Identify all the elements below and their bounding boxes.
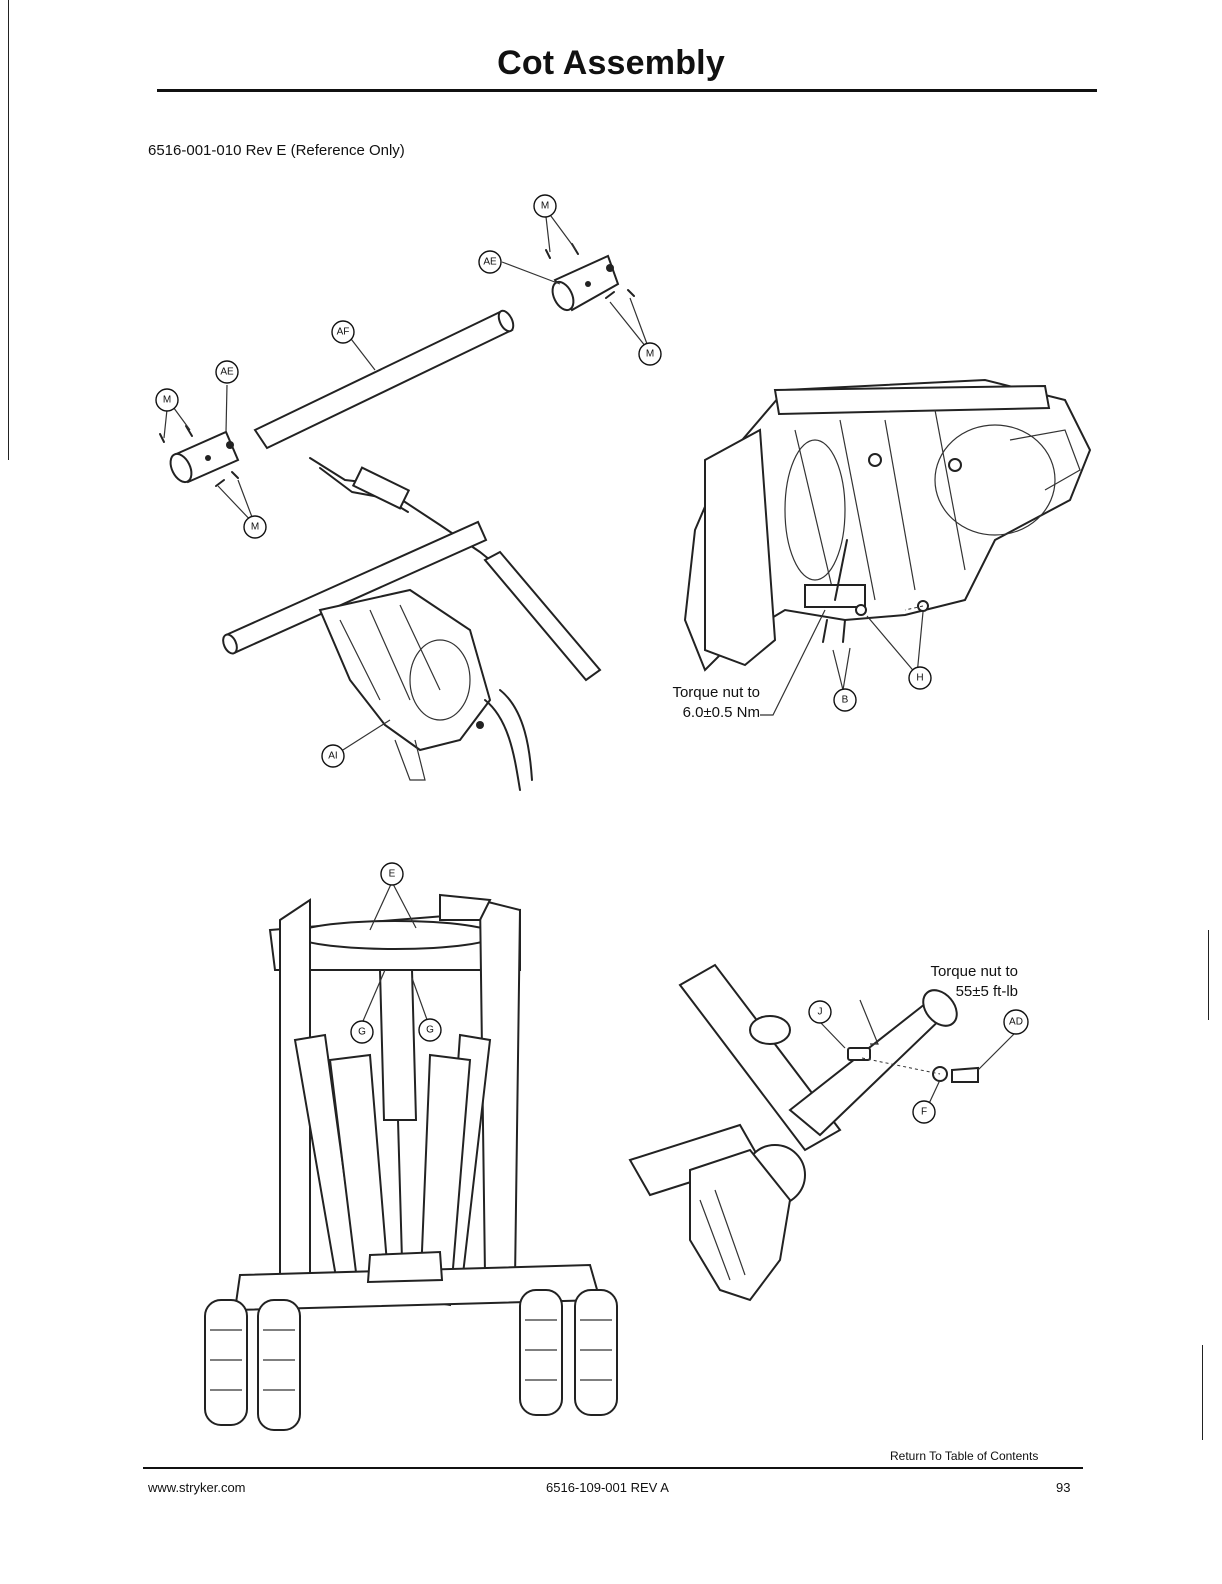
torque-note-line: Torque nut to xyxy=(628,683,760,703)
callout-g: G xyxy=(351,1021,373,1043)
callout-m: M xyxy=(639,343,661,365)
release-mechanism-part xyxy=(320,590,532,790)
svg-text:AI: AI xyxy=(328,751,337,762)
caster-wheel xyxy=(205,1300,247,1425)
svg-text:H: H xyxy=(916,673,923,684)
svg-text:M: M xyxy=(251,522,259,533)
page-title: Cot Assembly xyxy=(0,44,1222,83)
callout-e: E xyxy=(381,863,403,885)
svg-text:AE: AE xyxy=(220,367,234,378)
svg-text:B: B xyxy=(842,695,849,706)
svg-text:AD: AD xyxy=(1009,1017,1023,1028)
title-rule xyxy=(157,89,1097,92)
svg-text:F: F xyxy=(921,1107,927,1118)
figure-pivot-bolt-detail: J AD F xyxy=(630,960,1070,1320)
callout-j: J xyxy=(809,1001,831,1023)
footer-page-number: 93 xyxy=(1056,1480,1070,1495)
tube-part xyxy=(255,308,516,448)
caster-wheel xyxy=(520,1290,562,1415)
caster-wheel xyxy=(258,1300,300,1430)
torque-note-line: 6.0±0.5 Nm xyxy=(628,703,760,723)
callout-m: M xyxy=(156,389,178,411)
torque-note-line: Torque nut to xyxy=(880,962,1018,982)
callout-g: G xyxy=(419,1019,441,1041)
svg-text:M: M xyxy=(163,395,171,406)
footer-doc-number: 6516-109-001 REV A xyxy=(546,1480,669,1495)
torque-note-lower: Torque nut to 55±5 ft-lb xyxy=(880,962,1018,1002)
svg-text:E: E xyxy=(389,869,396,880)
callout-m: M xyxy=(534,195,556,217)
callout-af: AF xyxy=(332,321,354,343)
callout-ad: AD xyxy=(1004,1010,1028,1034)
svg-text:G: G xyxy=(358,1027,366,1038)
figure-head-end-detail: B H xyxy=(665,370,1115,720)
caster-wheel xyxy=(575,1290,617,1415)
figure-exploded-handle-assembly: M AE M AF AE M M AI xyxy=(140,180,700,820)
svg-text:AE: AE xyxy=(483,257,497,268)
svg-text:M: M xyxy=(541,201,549,212)
reference-label: 6516-001-010 Rev E (Reference Only) xyxy=(148,142,405,159)
footer-rule xyxy=(143,1467,1083,1469)
bracket-part xyxy=(548,256,618,313)
svg-text:G: G xyxy=(426,1025,434,1036)
torque-note-upper: Torque nut to 6.0±0.5 Nm xyxy=(628,683,760,723)
callout-h: H xyxy=(909,667,931,689)
callout-m: M xyxy=(244,516,266,538)
callout-f: F xyxy=(913,1101,935,1123)
callout-ae: AE xyxy=(479,251,501,273)
svg-text:AF: AF xyxy=(337,327,350,338)
figure-base-leg-assembly: E G G xyxy=(180,860,640,1450)
scan-edge-line-right xyxy=(1208,930,1209,1020)
callout-ae: AE xyxy=(216,361,238,383)
footer-website: www.stryker.com xyxy=(148,1480,246,1495)
svg-text:J: J xyxy=(818,1007,823,1018)
bracket-part xyxy=(166,432,238,485)
callout-ai: AI xyxy=(322,745,344,767)
svg-text:M: M xyxy=(646,349,654,360)
scan-edge-line-right xyxy=(1202,1345,1203,1440)
return-to-toc-link[interactable]: Return To Table of Contents xyxy=(890,1449,1038,1463)
torque-note-line: 55±5 ft-lb xyxy=(880,982,1018,1002)
callout-b: B xyxy=(834,689,856,711)
